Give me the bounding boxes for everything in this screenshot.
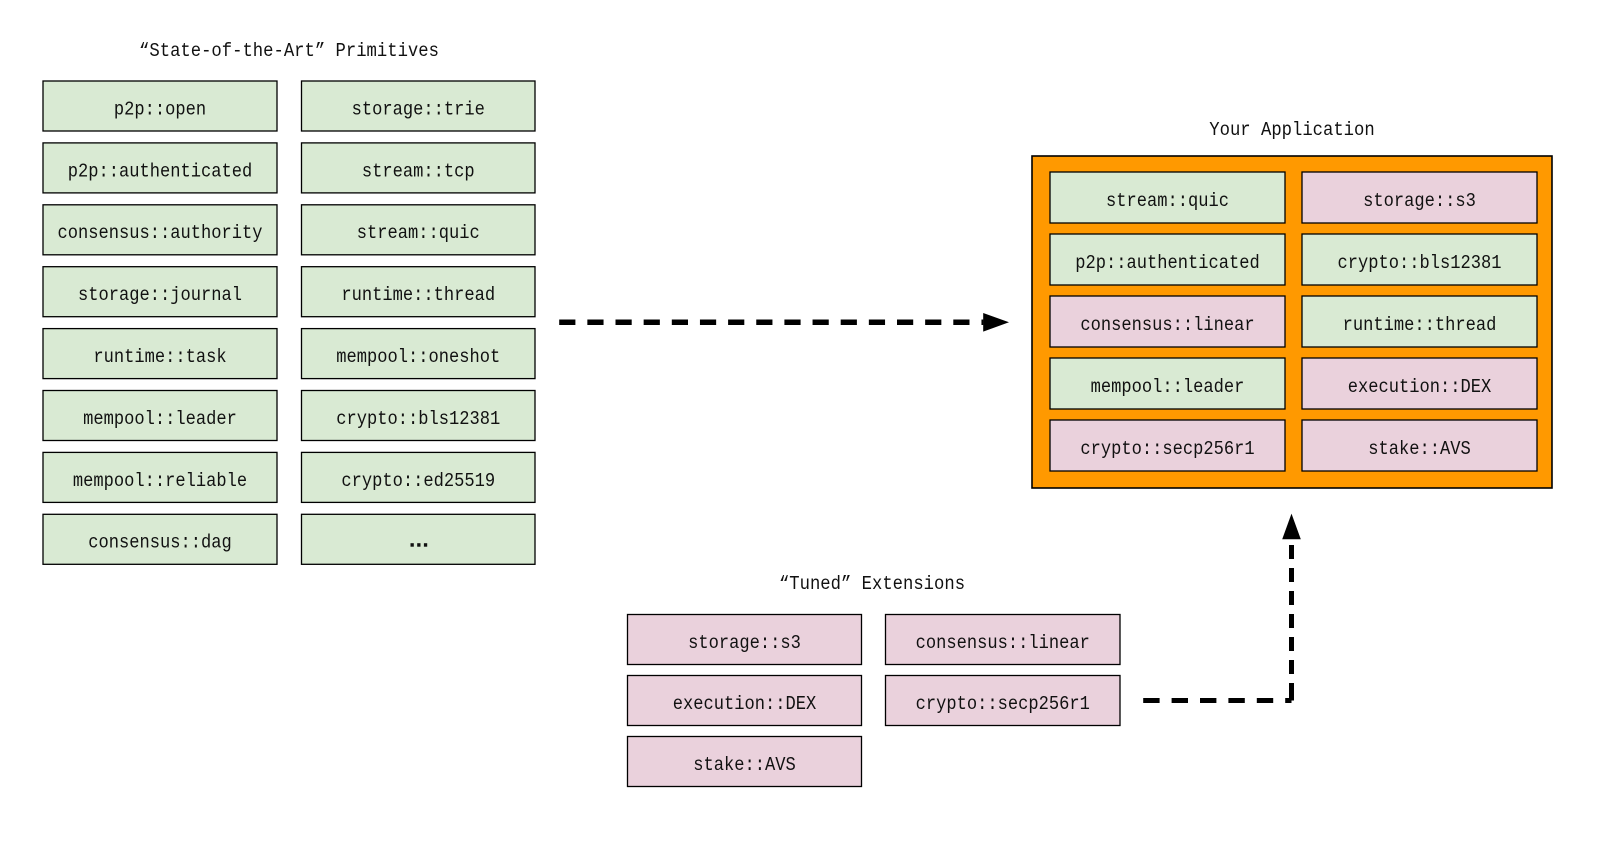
svg-text:consensus::dag: consensus::dag: [88, 532, 232, 554]
svg-text:mempool::leader: mempool::leader: [1091, 376, 1245, 398]
svg-text:p2p::open: p2p::open: [114, 98, 206, 120]
svg-text:crypto::secp256r1: crypto::secp256r1: [1080, 438, 1254, 460]
svg-text:stake::AVS: stake::AVS: [1368, 438, 1471, 460]
svg-text:storage::s3: storage::s3: [1363, 190, 1476, 212]
svg-text:Your Application: Your Application: [1209, 119, 1374, 141]
svg-text:stream::quic: stream::quic: [1106, 190, 1229, 212]
svg-text:storage::trie: storage::trie: [352, 98, 485, 120]
svg-text:crypto::ed25519: crypto::ed25519: [341, 470, 495, 492]
svg-text:mempool::leader: mempool::leader: [83, 408, 237, 430]
svg-text:runtime::task: runtime::task: [93, 346, 226, 368]
svg-text:“State-of-the-Art” Primitives: “State-of-the-Art” Primitives: [139, 40, 439, 62]
svg-text:crypto::bls12381: crypto::bls12381: [1338, 252, 1502, 274]
svg-text:stream::tcp: stream::tcp: [362, 160, 475, 182]
svg-text:crypto::bls12381: crypto::bls12381: [336, 408, 500, 430]
svg-text:“Tuned” Extensions: “Tuned” Extensions: [779, 573, 965, 595]
svg-text:p2p::authenticated: p2p::authenticated: [1075, 252, 1260, 274]
svg-text:consensus::linear: consensus::linear: [916, 632, 1090, 654]
svg-text:runtime::thread: runtime::thread: [1343, 314, 1497, 336]
svg-text:mempool::oneshot: mempool::oneshot: [336, 346, 500, 368]
svg-text:consensus::authority: consensus::authority: [58, 222, 263, 244]
svg-text:storage::s3: storage::s3: [688, 632, 801, 654]
svg-text:runtime::thread: runtime::thread: [341, 284, 495, 306]
svg-text:execution::DEX: execution::DEX: [1348, 376, 1492, 398]
svg-text:p2p::authenticated: p2p::authenticated: [68, 160, 253, 182]
svg-text:stake::AVS: stake::AVS: [693, 754, 796, 776]
svg-text:crypto::secp256r1: crypto::secp256r1: [916, 693, 1090, 715]
svg-text:storage::journal: storage::journal: [78, 284, 242, 306]
svg-text:execution::DEX: execution::DEX: [673, 693, 817, 715]
svg-text:consensus::linear: consensus::linear: [1080, 314, 1254, 336]
svg-text:mempool::reliable: mempool::reliable: [73, 470, 247, 492]
svg-text:stream::quic: stream::quic: [357, 222, 480, 244]
